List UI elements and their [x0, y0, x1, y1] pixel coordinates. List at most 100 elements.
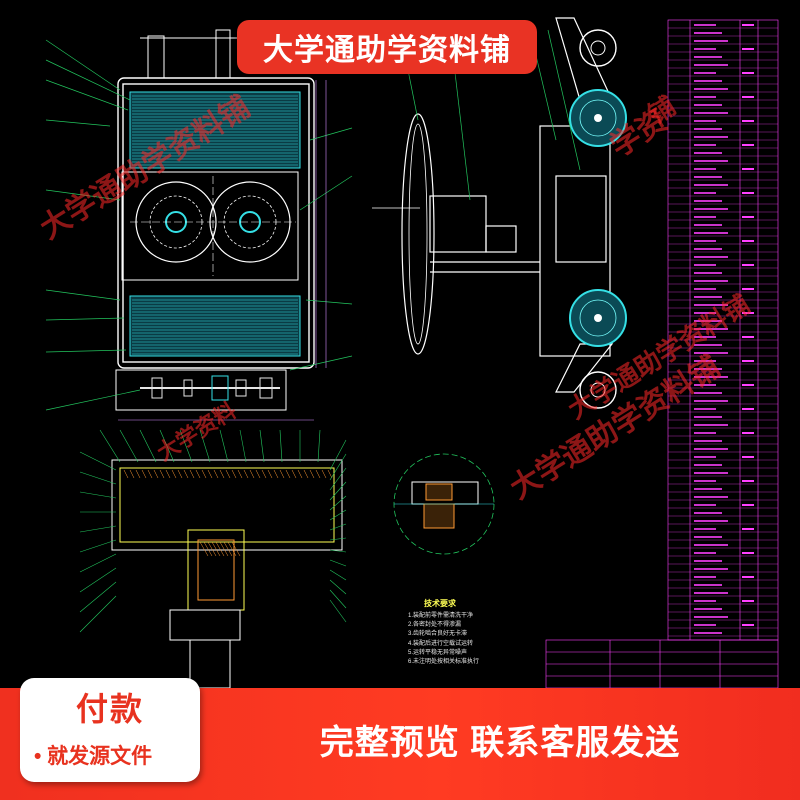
table-cell-mark: [742, 600, 754, 602]
table-cell-mark: [694, 408, 716, 410]
leader-line: [45, 79, 129, 111]
hatch-line: [219, 469, 225, 479]
table-cell-mark: [742, 288, 754, 290]
table-cell-mark: [694, 176, 722, 178]
leader-line: [79, 595, 117, 633]
table-cell-mark: [742, 312, 754, 314]
note-line: 6.未注明处按相关标准执行: [408, 659, 480, 666]
hatch-line: [201, 469, 207, 479]
table-cell-mark: [694, 200, 722, 202]
table-cell-mark: [742, 24, 754, 26]
table-cell-mark: [694, 400, 728, 402]
table-cell-mark: [694, 104, 722, 106]
leader-line: [45, 349, 127, 353]
hatch-line: [215, 541, 225, 557]
table-cell-mark: [742, 120, 754, 122]
hatch-line: [199, 541, 209, 557]
leader-line: [309, 127, 353, 141]
hatch-line: [219, 541, 229, 557]
leader-line: [45, 189, 121, 201]
payment-subtitle: • 就发源文件: [34, 745, 153, 768]
leader-line: [239, 429, 247, 463]
table-cell-mark: [694, 392, 722, 394]
table-cell-mark: [694, 432, 716, 434]
table-cell-mark: [694, 384, 716, 386]
leader-line: [279, 429, 283, 463]
section-view: [111, 459, 343, 689]
hatch-line: [327, 469, 333, 479]
table-cell-mark: [694, 64, 728, 66]
table-cell-mark: [694, 312, 716, 314]
notes-title: 技术要求: [424, 599, 456, 608]
table-cell-mark: [694, 144, 716, 146]
table-cell-mark: [694, 304, 728, 306]
leader-line: [329, 481, 347, 501]
table-cell-mark: [694, 464, 722, 466]
table-cell-mark: [694, 488, 722, 490]
table-cell-mark: [694, 72, 716, 74]
leader-line: [45, 289, 121, 301]
table-cell-mark: [694, 240, 716, 242]
table-cell-mark: [694, 152, 722, 154]
hatch-line: [207, 469, 213, 479]
leader-line: [329, 589, 347, 609]
table-cell-mark: [694, 376, 728, 378]
hatch-line: [285, 469, 291, 479]
hatch-line: [165, 469, 171, 479]
table-cell-mark: [694, 24, 716, 26]
hatch-line: [177, 469, 183, 479]
leader-line: [79, 471, 117, 485]
dimension-lines: [118, 80, 327, 421]
table-cell-mark: [694, 472, 728, 474]
table-cell-mark: [742, 144, 754, 146]
leader-line: [329, 495, 347, 511]
hatch-line: [243, 469, 249, 479]
twin-disc-assembly: [121, 171, 299, 281]
table-cell-mark: [694, 280, 728, 282]
leader-line: [329, 569, 347, 581]
payment-card[interactable]: 付款 • 就发源文件: [20, 678, 200, 782]
leader-line: [179, 429, 193, 463]
parts-list-rows: [668, 27, 778, 637]
leader-line: [329, 537, 347, 541]
table-cell-mark: [694, 536, 722, 538]
leader-line: [139, 429, 157, 463]
table-cell-mark: [694, 168, 716, 170]
table-cell-mark: [742, 360, 754, 362]
leader-line: [119, 429, 139, 463]
table-cell-mark: [742, 528, 754, 530]
hatch-line: [189, 469, 195, 479]
table-cell-mark: [694, 592, 728, 594]
leader-line: [329, 467, 347, 491]
table-cell-mark: [742, 504, 754, 506]
table-cell-mark: [694, 48, 716, 50]
leader-line: [329, 439, 347, 471]
table-cell-mark: [694, 632, 722, 634]
table-cell-mark: [694, 560, 722, 562]
parts-list-text: [694, 24, 754, 634]
hatch-line: [249, 469, 255, 479]
hatch-line: [223, 541, 233, 557]
note-line: 3.齿轮啮合良好无卡滞: [408, 631, 468, 638]
leader-line: [329, 559, 347, 567]
hatch-line: [261, 469, 267, 479]
table-cell-mark: [694, 112, 728, 114]
hatch-line: [315, 469, 321, 479]
table-cell-mark: [694, 192, 716, 194]
table-cell-mark: [694, 256, 728, 258]
table-cell-mark: [694, 208, 728, 210]
section-leaders: [79, 429, 347, 633]
table-cell-mark: [694, 480, 716, 482]
table-cell-mark: [694, 448, 728, 450]
hatch-line: [267, 469, 273, 479]
note-line: 4.装配后进行空载试运转: [408, 640, 474, 647]
table-cell-mark: [694, 520, 728, 522]
table-cell-mark: [694, 216, 716, 218]
hatch-line: [255, 469, 261, 479]
leader-line: [329, 509, 347, 521]
hatch-line: [309, 469, 315, 479]
hatch-line: [297, 469, 303, 479]
leader-line: [79, 451, 117, 471]
hatch-line: [273, 469, 279, 479]
